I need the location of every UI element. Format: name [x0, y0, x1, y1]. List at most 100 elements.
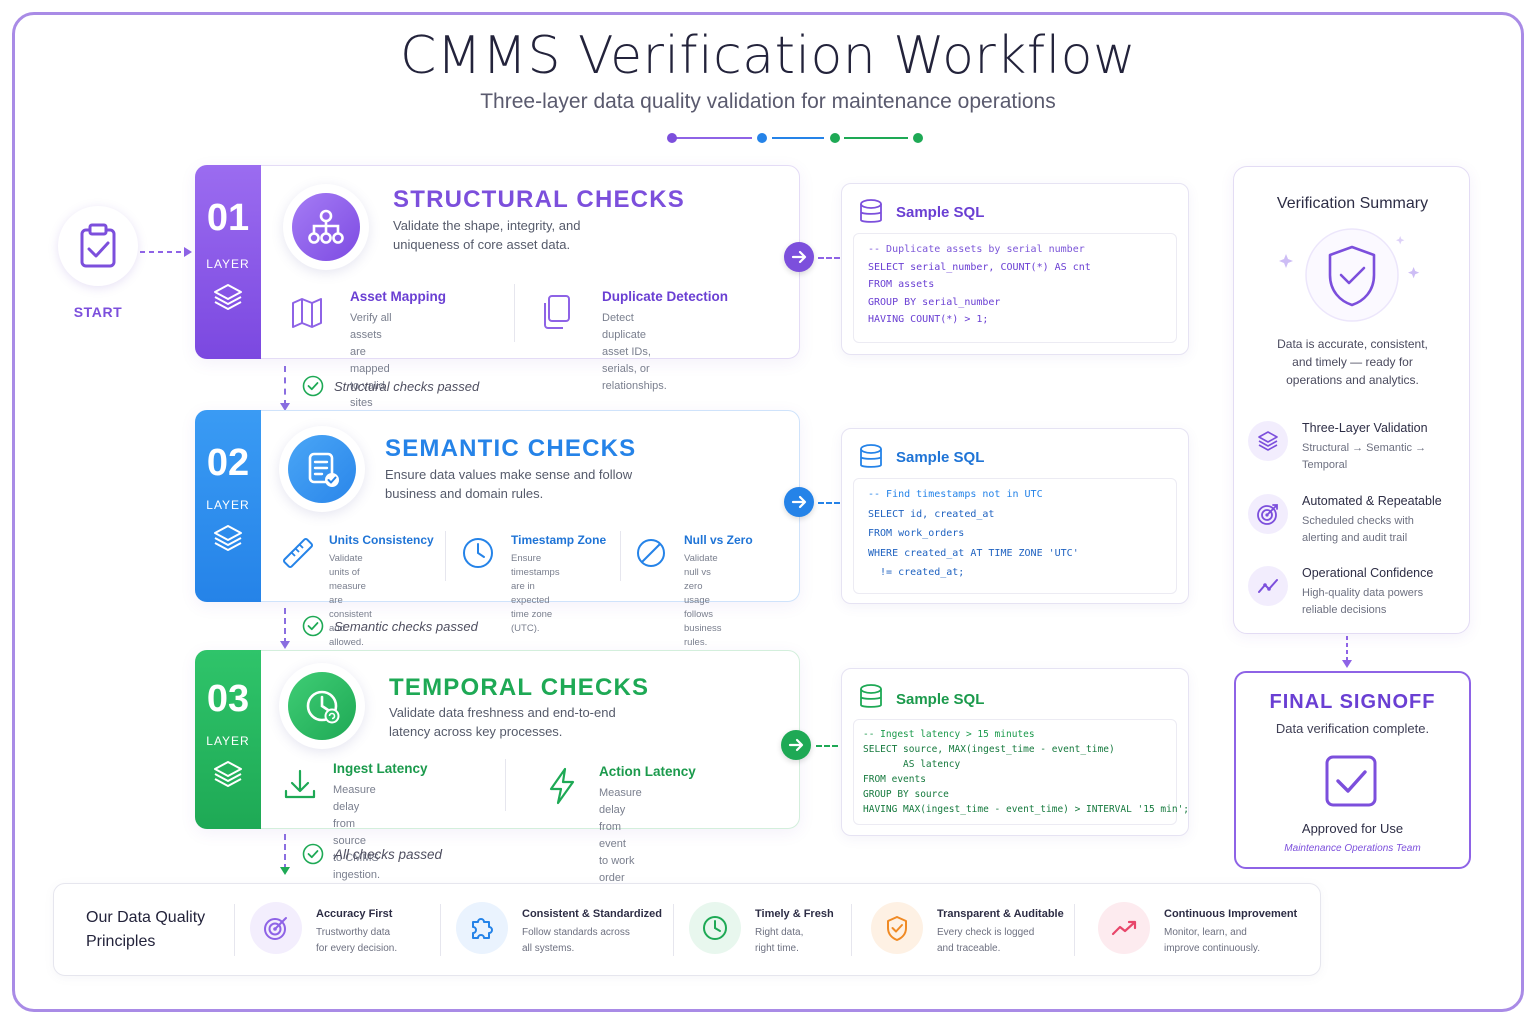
layers-icon	[1248, 421, 1288, 461]
start-connector-arrow	[140, 247, 192, 257]
shield-check-icon	[871, 902, 923, 954]
flow-connector	[284, 608, 286, 644]
check-circle-icon	[302, 843, 324, 865]
divider	[1074, 904, 1075, 956]
layers-icon	[214, 525, 242, 551]
divider	[851, 904, 852, 956]
connector-dash	[816, 745, 838, 747]
layer-title: SEMANTIC CHECKS	[385, 435, 637, 462]
connector-dash	[818, 257, 840, 259]
database-icon	[860, 199, 882, 223]
divider	[673, 904, 674, 956]
shield-check-icon	[1279, 228, 1420, 322]
layers-icon	[214, 284, 242, 310]
divider	[514, 284, 515, 342]
layer-tab: 02 LAYER	[195, 410, 261, 602]
verification-summary-panel: Verification Summary Data is accurate, c…	[1233, 166, 1470, 634]
flow-connector	[284, 366, 286, 406]
layer-number: 03	[206, 678, 250, 720]
status-all-passed: All checks passed	[302, 843, 442, 865]
layer-description: Ensure data values make sense and follow…	[385, 467, 633, 501]
start-label: START	[73, 304, 123, 320]
trend-up-icon	[1248, 566, 1288, 606]
sql-title: Sample SQL	[896, 449, 985, 466]
checkbox-checked-icon	[1325, 755, 1377, 807]
puzzle-icon	[456, 902, 508, 954]
page-title: CMMS Verification Workflow	[399, 26, 1137, 86]
layer-tab: 01 LAYER	[195, 165, 261, 359]
layer-tag: LAYER	[206, 498, 250, 512]
layer-semantic-card: 02 LAYER SEMANTIC CHECKS Ensure data val…	[195, 410, 800, 648]
hierarchy-icon	[283, 184, 369, 270]
target-icon	[250, 902, 302, 954]
sql-card-semantic: Sample SQL -- Find timestamps not in UTC…	[841, 428, 1189, 604]
final-title: FINAL SIGNOFF	[1269, 691, 1436, 713]
clipboard-check-icon	[80, 223, 116, 268]
sql-card-structural: Sample SQL -- Duplicate assets by serial…	[841, 183, 1189, 355]
flow-connector	[284, 834, 286, 870]
status-structural-passed: Structural checks passed	[302, 375, 479, 397]
layer-1-arrow-button[interactable]	[784, 242, 814, 272]
title-progress-decoration	[667, 133, 923, 143]
check-circle-icon	[302, 375, 324, 397]
start-node[interactable]	[58, 206, 138, 286]
divider	[620, 531, 621, 581]
summary-title: Verification Summary	[1276, 195, 1429, 212]
layer-2-arrow-button[interactable]	[784, 487, 814, 517]
prohibited-icon	[637, 539, 665, 567]
layer-temporal-card: 03 LAYER TEMPORAL CHECKS Validate data f…	[195, 650, 800, 901]
layer-title: TEMPORAL CHECKS	[389, 674, 650, 701]
sql-card-temporal: Sample SQL -- Ingest latency > 15 minute…	[841, 668, 1189, 836]
arrow-right-icon	[791, 495, 807, 509]
layer-number: 01	[206, 197, 250, 239]
status-semantic-passed: Semantic checks passed	[302, 615, 478, 637]
team-label: Maintenance Operations Team	[1284, 843, 1421, 854]
document-check-icon	[279, 426, 365, 512]
copy-icon	[544, 295, 570, 329]
target-icon	[1248, 494, 1288, 534]
sql-title: Sample SQL	[896, 204, 985, 221]
sql-code-block[interactable]: -- Find timestamps not in UTC SELECT id,…	[853, 478, 1177, 594]
layer-3-arrow-button[interactable]	[781, 730, 811, 760]
divider	[234, 904, 235, 956]
final-signoff-panel[interactable]: FINAL SIGNOFF Data verification complete…	[1234, 671, 1471, 869]
clock-icon	[689, 902, 741, 954]
summary-description: Data is accurate, consistent,and timely …	[1277, 337, 1428, 387]
sql-title: Sample SQL	[896, 691, 985, 708]
clock-refresh-icon	[279, 663, 365, 749]
layer-tag: LAYER	[206, 734, 250, 748]
download-icon	[284, 769, 316, 799]
arrow-right-icon	[788, 738, 804, 752]
final-description: Data verification complete.	[1275, 721, 1430, 736]
check-circle-icon	[302, 615, 324, 637]
clock-icon	[463, 538, 493, 568]
lightning-icon	[549, 767, 575, 805]
layer-tab: 03 LAYER	[195, 650, 261, 829]
layer-tag: LAYER	[206, 257, 250, 271]
flow-arrow-head	[280, 403, 290, 411]
map-icon	[292, 298, 322, 328]
trend-up-icon	[1098, 902, 1150, 954]
database-icon	[860, 444, 882, 468]
database-icon	[860, 684, 882, 708]
flow-arrow-head	[280, 867, 290, 875]
page-subtitle: Three-layer data quality validation for …	[480, 90, 1056, 113]
connector-dash	[818, 502, 840, 504]
flow-arrow-head	[280, 641, 290, 649]
divider	[440, 904, 441, 956]
layer-structural-card: 01 LAYER STRUCTURAL CHECKS Validate the …	[195, 165, 800, 443]
layer-number: 02	[206, 442, 250, 484]
approved-label: Approved for Use	[1301, 821, 1404, 836]
arrow-right-icon	[791, 250, 807, 264]
ruler-icon	[282, 537, 314, 569]
sql-code-block[interactable]: -- Ingest latency > 15 minutes SELECT so…	[853, 719, 1189, 825]
sql-code-block[interactable]: -- Duplicate assets by serial number SEL…	[853, 233, 1177, 343]
layers-icon	[214, 761, 242, 787]
summary-connector-arrow	[1342, 636, 1352, 668]
layer-title: STRUCTURAL CHECKS	[393, 186, 685, 213]
divider	[445, 531, 446, 581]
